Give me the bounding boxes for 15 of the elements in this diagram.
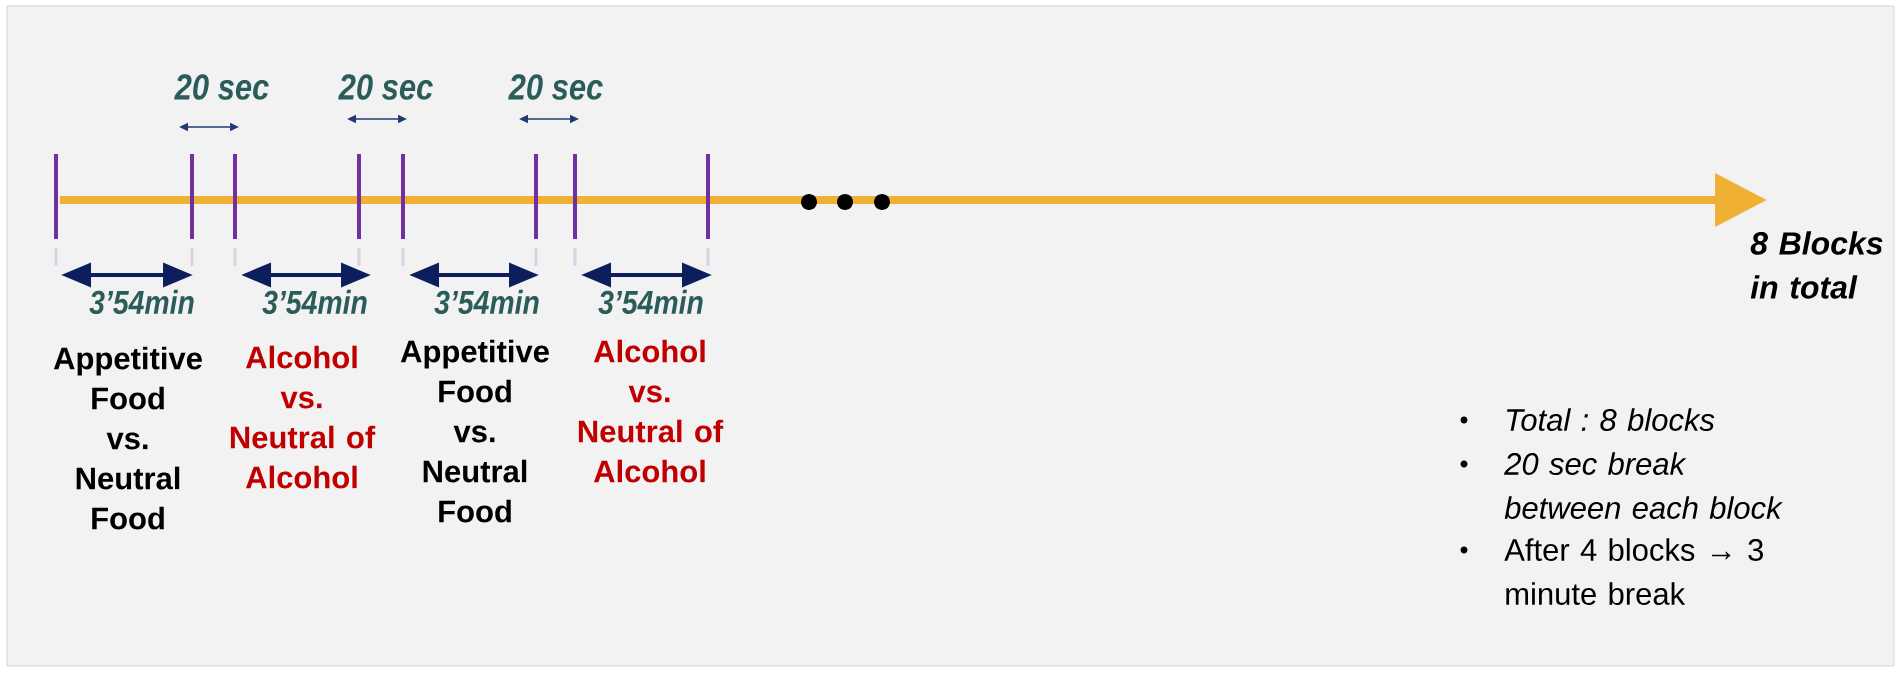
duration-label: 3’54min <box>434 289 539 315</box>
block-label: Appetitive Food vs. Neutral Food <box>400 339 549 523</box>
duration-label: 20 sec <box>508 74 603 100</box>
bullet-item: After 4 blocks → 3 minute break <box>1504 538 1763 605</box>
block-label: Appetitive Food vs. Neutral Food <box>53 346 202 530</box>
duration-label: 3’54min <box>89 289 194 315</box>
bullet-item: 20 sec break between each block <box>1504 452 1783 519</box>
duration-label: 20 sec <box>174 74 269 100</box>
duration-label: 3’54min <box>598 289 703 315</box>
bullet-item: Total : 8 blocks <box>1507 408 1715 431</box>
duration-label: 3’54min <box>262 289 367 315</box>
timeline-end-label: 8 Blocks in total <box>1750 231 1883 299</box>
duration-label: 20 sec <box>338 74 433 100</box>
block-label: Alcohol vs. Neutral of Alcohol <box>230 345 376 489</box>
block-label: Alcohol vs. Neutral of Alcohol <box>578 339 724 483</box>
